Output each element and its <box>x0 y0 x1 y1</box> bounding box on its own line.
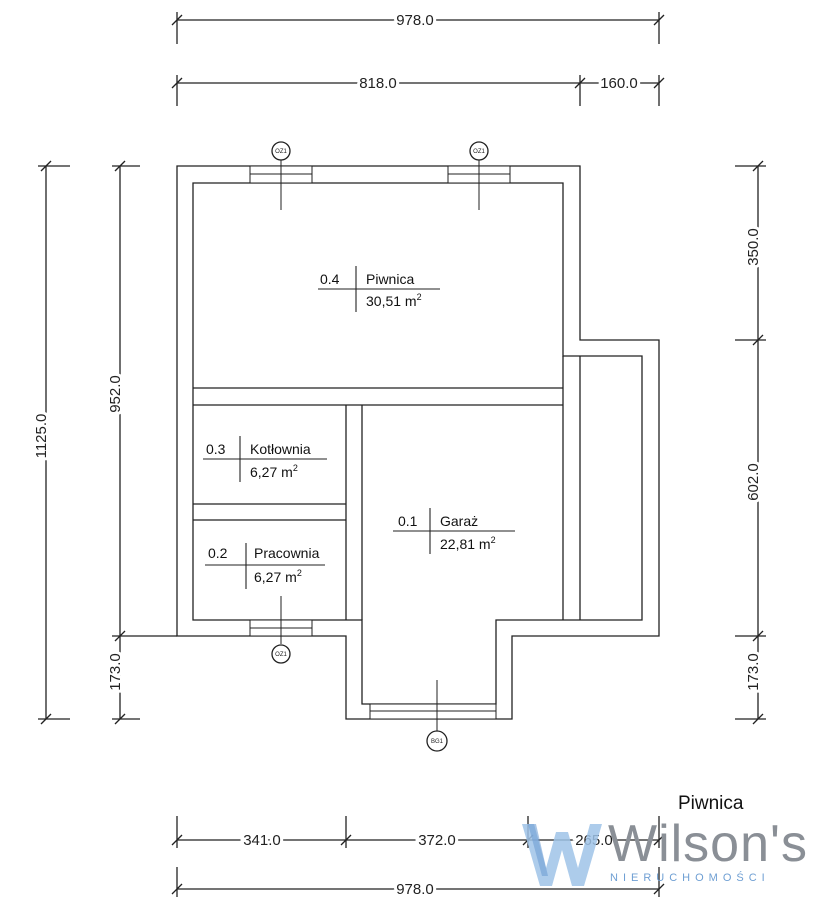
dimension-right <box>735 160 766 725</box>
dimension-left-split <box>112 160 177 725</box>
room-name: Pracownia <box>254 545 320 561</box>
dim-right-middle: 602.0 <box>745 463 762 501</box>
interior-walls <box>193 356 581 620</box>
wilsons-logo: Wilson's NIERUCHOMOŚCI <box>518 815 818 892</box>
label-divider-office <box>205 543 325 589</box>
room-area: 6,27 m <box>254 569 297 585</box>
floor-label: Piwnica <box>678 793 744 814</box>
room-area-unit: 2 <box>297 568 302 578</box>
marker-circle-2 <box>469 141 489 161</box>
svg-text:30,51 m2: 30,51 m2 <box>366 292 422 309</box>
dim-top-total: 978.0 <box>396 12 434 29</box>
dimension-top-total <box>171 12 665 44</box>
room-number: 0.3 <box>206 441 226 457</box>
room-name: Kotłownia <box>250 441 311 457</box>
room-name: Piwnica <box>366 271 414 287</box>
room-office: 0.2 Pracownia 6,27 m2 <box>208 545 320 585</box>
dimension-left-total <box>38 160 70 725</box>
dim-bottom-total: 978.0 <box>396 881 434 898</box>
room-area-unit: 2 <box>417 292 422 302</box>
dim-right-bottom: 173.0 <box>745 653 762 691</box>
room-number: 0.1 <box>398 513 418 529</box>
room-number: 0.4 <box>320 271 340 287</box>
logo-subtitle: NIERUCHOMOŚCI <box>610 872 770 884</box>
window-top-left <box>249 160 313 210</box>
room-area: 22,81 m <box>440 536 491 552</box>
label-divider-boiler <box>203 436 327 482</box>
logo-mark-icon <box>522 824 602 886</box>
room-number: 0.2 <box>208 545 228 561</box>
label-divider-basement <box>318 266 440 312</box>
svg-text:22,81 m2: 22,81 m2 <box>440 535 496 552</box>
garage-gate <box>369 680 497 732</box>
logo-word: Wilson's <box>608 815 808 873</box>
room-area-unit: 2 <box>491 535 496 545</box>
room-area: 6,27 m <box>250 464 293 480</box>
room-name: Garaż <box>440 513 478 529</box>
marker-circle-3 <box>271 644 291 664</box>
room-boiler: 0.3 Kotłownia 6,27 m2 <box>206 441 311 480</box>
dimension-bottom-total <box>171 867 665 897</box>
dim-top-left: 818.0 <box>359 75 397 92</box>
dimension-top-split <box>171 75 665 106</box>
marker-window-3: OZ1 <box>275 652 287 658</box>
label-divider-garage <box>393 508 515 554</box>
dim-left-total: 1125.0 <box>33 414 50 459</box>
dim-bottom-1: 341.0 <box>243 832 281 849</box>
window-bottom <box>249 596 313 644</box>
dim-top-right: 160.0 <box>600 75 638 92</box>
marker-circle-1 <box>271 141 291 161</box>
marker-circle-4 <box>426 730 448 752</box>
marker-window-1: OZ1 <box>275 149 287 155</box>
dim-left-bottom: 173.0 <box>107 653 124 691</box>
svg-text:6,27 m2: 6,27 m2 <box>254 568 302 585</box>
room-area: 30,51 m <box>366 293 417 309</box>
dim-bottom-2: 372.0 <box>418 832 456 849</box>
room-basement: 0.4 Piwnica 30,51 m2 <box>320 271 422 309</box>
room-garage: 0.1 Garaż 22,81 m2 <box>398 513 496 552</box>
window-top-right <box>447 160 511 210</box>
dim-left-main: 952.0 <box>107 375 124 413</box>
marker-window-2: OZ1 <box>473 149 485 155</box>
room-area-unit: 2 <box>293 463 298 473</box>
dim-right-top: 350.0 <box>745 228 762 266</box>
marker-gate: BG1 <box>431 739 444 745</box>
svg-text:6,27 m2: 6,27 m2 <box>250 463 298 480</box>
